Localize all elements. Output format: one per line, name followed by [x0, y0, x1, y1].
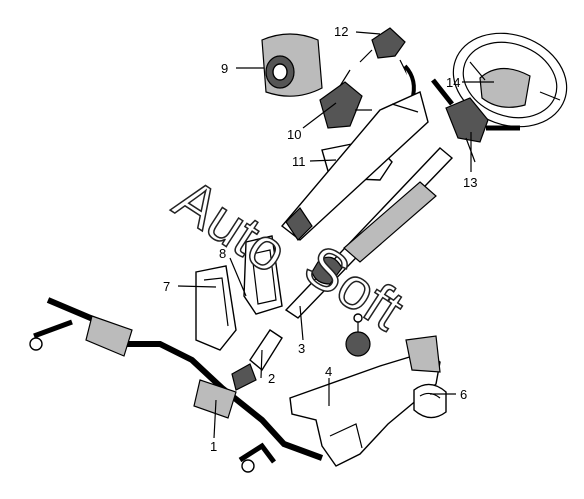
- steering-shaft-part: [284, 147, 454, 319]
- leader-line-12: [355, 31, 381, 35]
- leader-line-3: [299, 305, 304, 341]
- callout-9: 9: [221, 61, 228, 76]
- watermark-auto: Auto: [163, 166, 298, 286]
- callout-11: 11: [292, 154, 306, 169]
- callout-4: 4: [325, 364, 332, 379]
- leader-line-11: [309, 159, 337, 162]
- callout-14: 14: [446, 75, 460, 90]
- airbag-module-part: [261, 33, 323, 97]
- callout-12: 12: [334, 24, 348, 39]
- lower-column-cover-part: [243, 235, 283, 315]
- callout-1: 1: [210, 439, 217, 454]
- bushing-clamp-part: [413, 383, 447, 419]
- callout-3: 3: [298, 341, 305, 356]
- steering-wheel-part: [452, 32, 568, 128]
- lock-assembly-part: [319, 69, 372, 129]
- ball-joint-part: [345, 313, 371, 357]
- leader-line-7: [177, 285, 217, 288]
- leader-line-10: [302, 102, 337, 129]
- leader-line-1: [213, 399, 217, 439]
- callout-7: 7: [163, 279, 170, 294]
- lower-control-arm-part: [289, 335, 441, 467]
- stabilizer-bar-part: [29, 297, 324, 473]
- callout-10: 10: [287, 127, 301, 142]
- intermediate-shaft-part: [231, 329, 283, 391]
- leader-lines: [177, 31, 494, 439]
- upper-steering-column: [280, 91, 429, 241]
- callout-labels: 1 2 3 4 6 7 8 9 10 11 12 13 14: [163, 24, 477, 454]
- leader-line-2: [260, 349, 263, 379]
- watermark-soft: Soft: [293, 232, 415, 343]
- leader-line-8: [229, 257, 247, 297]
- callout-8: 8: [219, 246, 226, 261]
- ignition-switch-part: [359, 27, 416, 105]
- knee-panel-part: [195, 265, 237, 351]
- callout-13: 13: [463, 175, 477, 190]
- callout-2: 2: [268, 371, 275, 386]
- callout-6: 6: [460, 387, 467, 402]
